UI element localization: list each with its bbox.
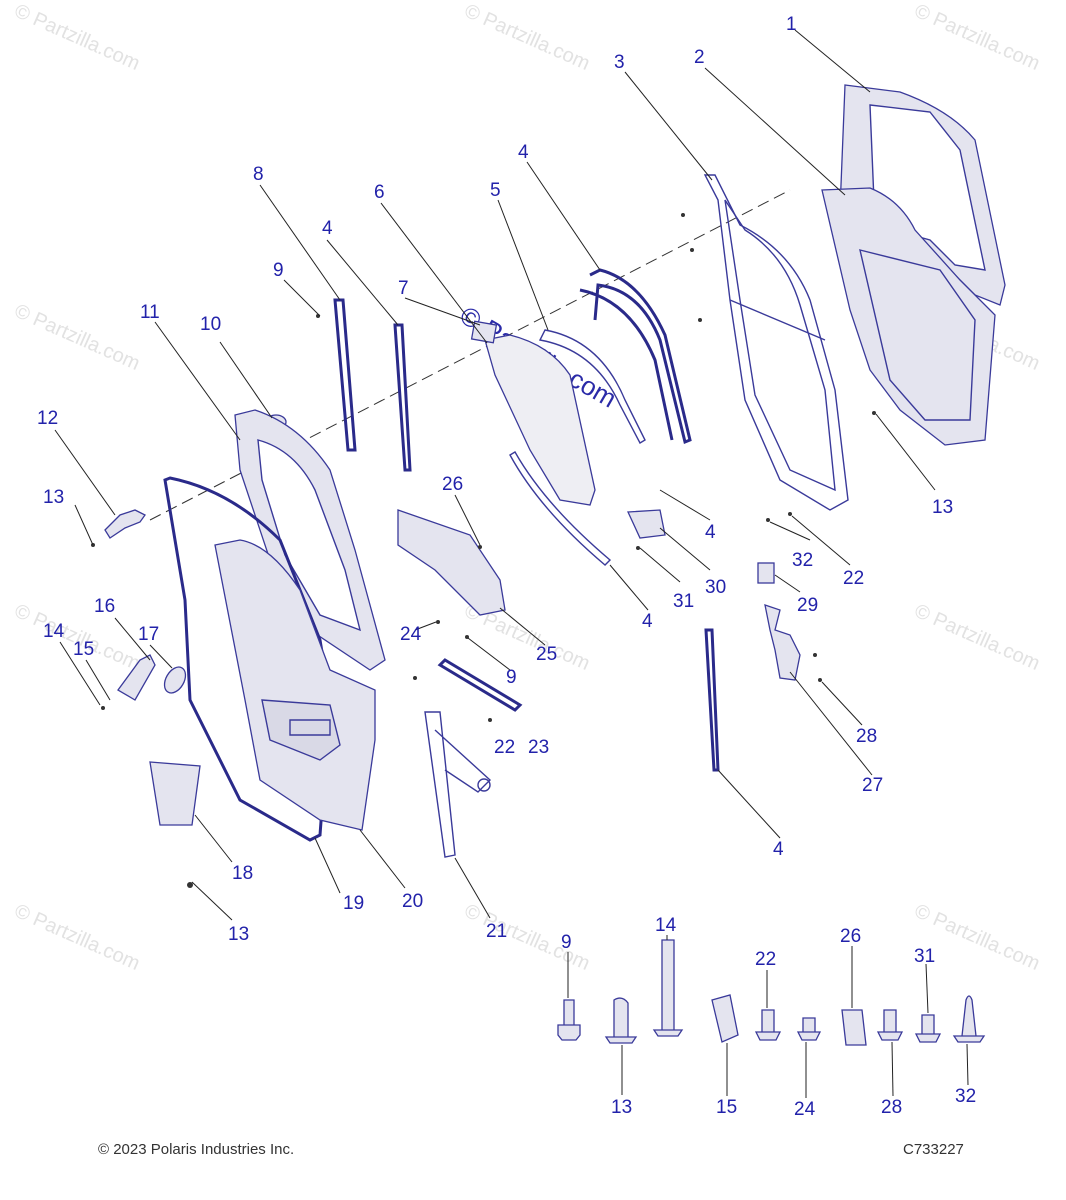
hardware-callout: 9 bbox=[561, 932, 572, 953]
hardware-32-push-rivet bbox=[952, 995, 986, 1043]
callout: 9 bbox=[506, 667, 517, 688]
callout: 20 bbox=[402, 891, 423, 912]
hardware-26-clip bbox=[841, 1009, 867, 1046]
part-16-handle-bezel[interactable] bbox=[117, 654, 156, 701]
hardware-28-screw bbox=[876, 1009, 904, 1041]
hardware-callout: 28 bbox=[881, 1097, 902, 1118]
callout: 4 bbox=[705, 522, 716, 543]
part-8-channel-strip[interactable] bbox=[333, 298, 357, 452]
part-20-inner-door-trim[interactable] bbox=[214, 539, 376, 831]
hardware-callout: 24 bbox=[794, 1099, 816, 1120]
callout: 26 bbox=[442, 474, 463, 495]
part-29-clip[interactable] bbox=[757, 562, 775, 584]
callout: 29 bbox=[797, 595, 818, 616]
hardware-14-long-screw bbox=[652, 939, 684, 1037]
hardware-callout: 15 bbox=[716, 1097, 737, 1118]
callout-numbers: 1 2 3 4 5 6 8 4 9 7 11 10 12 13 13 26 4 … bbox=[37, 14, 953, 945]
part-6-window-glass[interactable] bbox=[484, 334, 596, 506]
copyright-text: © 2023 Polaris Industries Inc. bbox=[98, 1141, 295, 1158]
callout: 25 bbox=[536, 644, 557, 665]
part-2-inner-trim-panel[interactable] bbox=[821, 187, 996, 446]
callout: 19 bbox=[343, 893, 364, 914]
callout: 13 bbox=[43, 487, 64, 508]
callout: 1 bbox=[786, 14, 797, 35]
callout: 14 bbox=[43, 621, 65, 642]
callout: 2 bbox=[694, 47, 705, 68]
part-11-door-panel[interactable] bbox=[234, 409, 386, 671]
hardware-24-push-pin bbox=[796, 1017, 822, 1041]
callout: 9 bbox=[273, 260, 284, 281]
hardware-callout: 31 bbox=[914, 946, 935, 967]
diagram-code: C733227 bbox=[903, 1141, 964, 1158]
part-4-door-edge-seal[interactable] bbox=[393, 323, 412, 472]
part-12-door-handle[interactable] bbox=[104, 509, 146, 539]
callout: 15 bbox=[73, 639, 94, 660]
callout: 6 bbox=[374, 182, 385, 203]
part-27-door-latch[interactable] bbox=[764, 604, 801, 681]
hardware-9-flange-bolt bbox=[557, 999, 581, 1041]
callout: 21 bbox=[486, 921, 507, 942]
hardware-15-clip-nut bbox=[711, 994, 739, 1043]
assembly-axis-line bbox=[149, 189, 791, 521]
callout: 5 bbox=[490, 180, 501, 201]
part-5-run-channel[interactable] bbox=[538, 329, 646, 444]
callout: 23 bbox=[528, 737, 549, 758]
callout: 31 bbox=[673, 591, 694, 612]
callout: 8 bbox=[253, 164, 264, 185]
callout: 10 bbox=[200, 314, 221, 335]
callout: 16 bbox=[94, 596, 115, 617]
part-23-bracket-bar[interactable] bbox=[437, 658, 523, 712]
callout: 28 bbox=[856, 726, 877, 747]
callout: 4 bbox=[773, 839, 784, 860]
callout: 22 bbox=[843, 568, 864, 589]
hardware-callout: 14 bbox=[655, 915, 677, 936]
part-17-knob[interactable] bbox=[160, 663, 190, 696]
callout: 4 bbox=[518, 142, 529, 163]
hardware-callout: 26 bbox=[840, 926, 861, 947]
callout: 11 bbox=[140, 302, 160, 323]
part-3-door-structure-frame[interactable] bbox=[703, 174, 849, 511]
callout: 18 bbox=[232, 863, 253, 884]
callout: 3 bbox=[614, 52, 625, 73]
hardware-callout: 13 bbox=[611, 1097, 632, 1118]
fasteners bbox=[91, 213, 876, 888]
callout: 27 bbox=[862, 775, 883, 796]
callout: 32 bbox=[792, 550, 813, 571]
part-18-storage-pocket[interactable] bbox=[149, 761, 201, 826]
part-30-motor-bracket[interactable] bbox=[627, 509, 666, 539]
callout: 24 bbox=[400, 624, 422, 645]
hardware-callout: 22 bbox=[755, 949, 776, 970]
callout: 17 bbox=[138, 624, 159, 645]
part-25-mounting-plate[interactable] bbox=[397, 509, 506, 616]
part-4-lower-seal[interactable] bbox=[509, 451, 612, 566]
part-4-vertical-seal[interactable] bbox=[704, 628, 720, 772]
callout: 12 bbox=[37, 408, 58, 429]
callout: 22 bbox=[494, 737, 515, 758]
part-21-window-regulator[interactable] bbox=[424, 711, 492, 858]
callout: 4 bbox=[322, 218, 333, 239]
callout: 13 bbox=[932, 497, 953, 518]
hardware-31-stud bbox=[914, 1014, 942, 1043]
callout: 4 bbox=[642, 611, 653, 632]
part-7-bracket[interactable] bbox=[470, 320, 498, 344]
hardware-callout: 32 bbox=[955, 1086, 976, 1107]
part-4-glass-run-seal[interactable] bbox=[579, 268, 692, 445]
leader-lines bbox=[54, 29, 936, 921]
part-19-door-seal[interactable] bbox=[163, 476, 332, 842]
callout: 7 bbox=[398, 278, 409, 299]
callout: 30 bbox=[705, 577, 726, 598]
hardware-22-screw bbox=[754, 1009, 782, 1041]
callout: 13 bbox=[228, 924, 249, 945]
hardware-legend: 9 14 22 26 31 13 15 24 28 32 bbox=[557, 915, 986, 1120]
hardware-13-push-rivet bbox=[604, 997, 638, 1044]
